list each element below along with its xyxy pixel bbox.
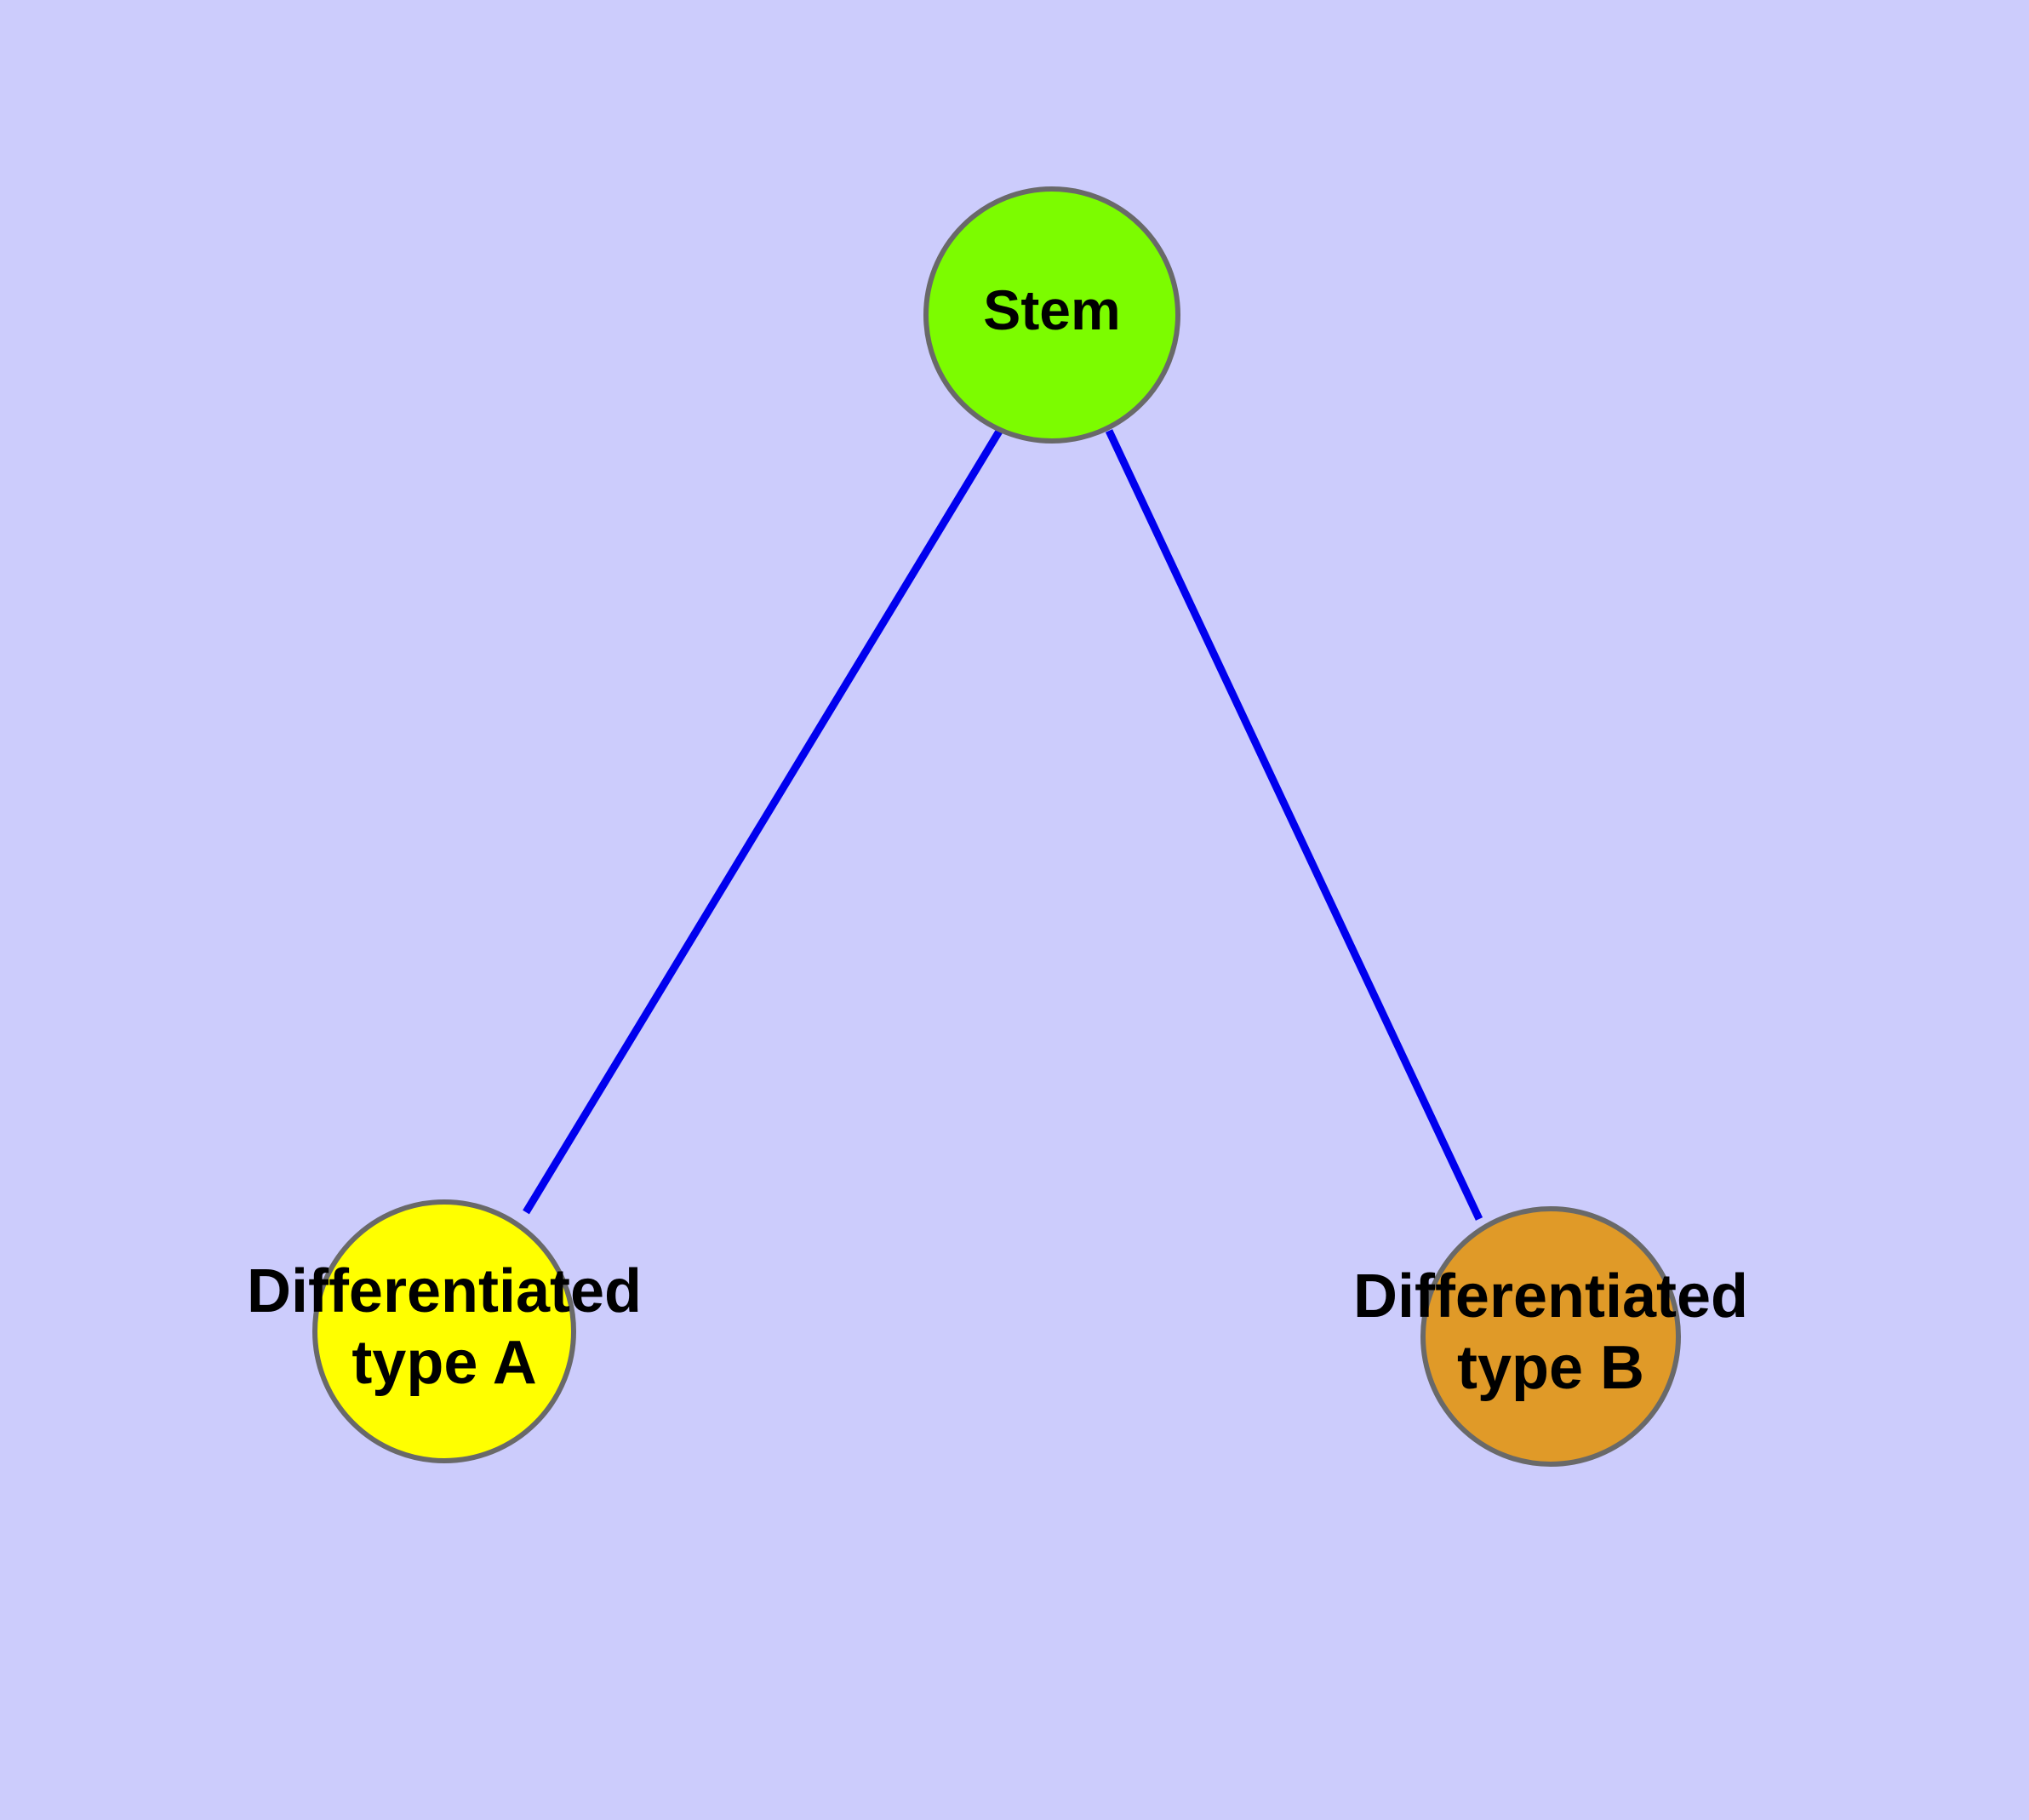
edges-layer <box>523 427 1483 1221</box>
node-label-line: type A <box>352 1329 536 1397</box>
node-label-stem: Stem <box>983 278 1120 341</box>
nodes-layer <box>312 186 1681 1467</box>
node-label-line: type B <box>1457 1334 1644 1402</box>
node-label-line: Differentiated <box>247 1257 642 1325</box>
node-label-line: Differentiated <box>1353 1262 1748 1331</box>
graph-node-stem[interactable] <box>923 186 1180 444</box>
node-label-line: Stem <box>983 278 1120 341</box>
graph-node-diff_a[interactable] <box>312 1199 576 1463</box>
graph-node-diff_b[interactable] <box>1420 1206 1681 1467</box>
graph-edge-stem-diff_a[interactable] <box>523 427 1003 1215</box>
graph-edge-stem-diff_b[interactable] <box>1105 429 1483 1221</box>
